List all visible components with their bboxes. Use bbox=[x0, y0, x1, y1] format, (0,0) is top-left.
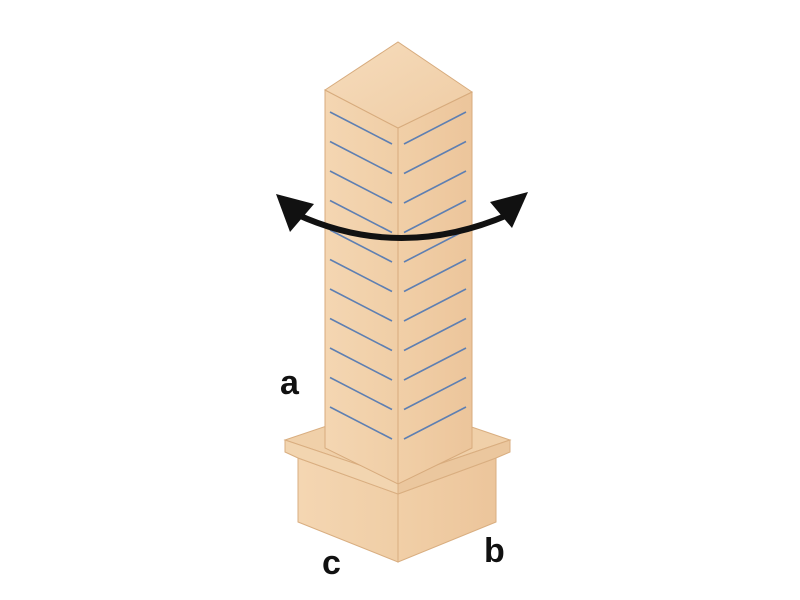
slat-groove-left bbox=[329, 376, 393, 411]
slat-groove-right bbox=[403, 111, 467, 145]
dimension-label-a: a bbox=[280, 364, 299, 402]
right-face-slat-grooves bbox=[403, 111, 467, 440]
slat-groove-left bbox=[329, 111, 393, 145]
slat-groove-right bbox=[403, 347, 467, 381]
slat-groove-right bbox=[403, 140, 467, 175]
rotate-arrows-icon bbox=[276, 192, 528, 241]
slat-groove-left bbox=[329, 347, 393, 381]
slat-groove-right bbox=[403, 288, 467, 322]
slat-groove-right bbox=[403, 258, 467, 293]
slat-groove-right bbox=[403, 199, 467, 234]
base-top-rim-right bbox=[397, 439, 511, 495]
column-top-face bbox=[324, 41, 473, 129]
slat-groove-right bbox=[403, 406, 467, 440]
slat-groove-right bbox=[403, 229, 467, 263]
rotation-arc bbox=[293, 211, 513, 241]
arrow-head-left-icon bbox=[276, 194, 314, 232]
slat-groove-left bbox=[329, 258, 393, 293]
slat-groove-right bbox=[403, 317, 467, 352]
slat-groove-left bbox=[329, 140, 393, 175]
slat-groove-right bbox=[403, 376, 467, 411]
tower-column bbox=[324, 41, 473, 485]
slat-groove-left bbox=[329, 199, 393, 234]
arrow-head-right-icon bbox=[490, 192, 528, 228]
column-left-face bbox=[324, 89, 399, 485]
dimension-label-b: b bbox=[484, 532, 505, 570]
slat-groove-left bbox=[329, 317, 393, 352]
slat-groove-left bbox=[329, 170, 393, 204]
slat-groove-left bbox=[329, 288, 393, 322]
slat-groove-left bbox=[329, 229, 393, 263]
slat-groove-right bbox=[403, 170, 467, 204]
dimension-label-c: c bbox=[322, 544, 341, 582]
slat-groove-left bbox=[329, 406, 393, 440]
left-face-slat-grooves bbox=[329, 111, 393, 440]
